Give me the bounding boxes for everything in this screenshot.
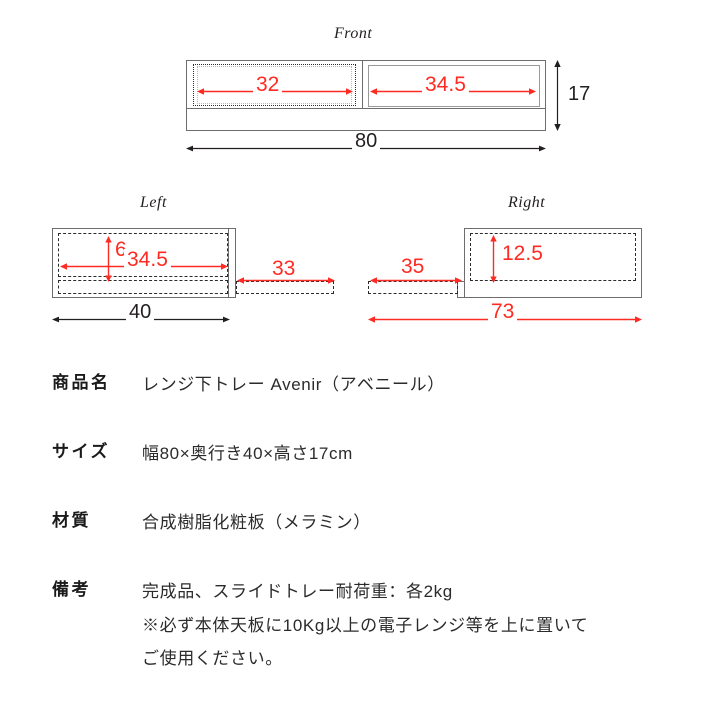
- spec-key-remarks: 備考: [52, 580, 91, 600]
- left-upper-tray-outline: [58, 233, 228, 277]
- front-right-tray-outline: [368, 65, 540, 107]
- left-dim-6: 6: [104, 236, 130, 282]
- spec-line: ※必ず本体天板に10Kg以上の電子レンジ等を上に置いて: [142, 615, 589, 635]
- spec-row-material: 材質 合成樹脂化粧板（メラミン）: [0, 506, 713, 539]
- specification-table: 商品名 レンジ下トレー Avenir（アベニール） サイズ 幅80×奥行き40×…: [0, 368, 713, 675]
- spec-line: ご使用ください。: [142, 648, 283, 668]
- technical-drawings: Front 32 34.5: [0, 0, 713, 355]
- front-dim-17: 17: [553, 60, 594, 131]
- spec-row-remarks: 備考 完成品、スライドトレー耐荷重：各2kg ※必ず本体天板に10Kg以上の電子…: [0, 575, 713, 674]
- front-body-outline: [186, 60, 546, 131]
- spec-line: レンジ下トレー Avenir（アベニール）: [142, 375, 445, 394]
- spec-key-size: サイズ: [52, 442, 110, 462]
- front-dim-17-text: 17: [565, 84, 594, 104]
- left-dim-34-5-text: 34.5: [124, 249, 171, 270]
- left-view-label: Left: [140, 194, 167, 211]
- front-center-divider: [362, 60, 363, 109]
- front-left-tray-outline: [193, 64, 356, 106]
- spec-line: 合成樹脂化粧板（メラミン）: [142, 513, 371, 533]
- left-slideout-tray: [236, 281, 334, 294]
- left-front-lip: [228, 228, 236, 298]
- spec-row-size: サイズ 幅80×奥行き40×高さ17cm: [0, 437, 713, 470]
- front-dim-32: 32: [197, 74, 353, 96]
- right-dim-73: 73: [368, 301, 642, 324]
- right-upper-tray-outline: [470, 233, 636, 281]
- front-view-label: Front: [334, 25, 373, 42]
- left-dim-34-5: 34.5: [60, 249, 228, 271]
- spec-key-product-name: 商品名: [52, 373, 111, 392]
- right-dim-12-5-text: 12.5: [499, 243, 546, 264]
- front-dim-34-5-text: 34.5: [422, 74, 469, 95]
- right-slideout-tray: [368, 281, 458, 294]
- spec-value-product-name: レンジ下トレー Avenir（アベニール）: [95, 368, 713, 401]
- left-dim-40-text: 40: [126, 302, 155, 322]
- front-dim-80-text: 80: [352, 131, 381, 151]
- spec-key-material: 材質: [52, 511, 91, 531]
- right-dim-73-text: 73: [488, 301, 518, 322]
- spec-value-remarks: 完成品、スライドトレー耐荷重：各2kg ※必ず本体天板に10Kg以上の電子レンジ…: [95, 575, 713, 674]
- spec-line: 幅80×奥行き40×高さ17cm: [142, 444, 353, 464]
- right-dim-35-text: 35: [398, 256, 428, 277]
- left-dim-33-text: 33: [269, 258, 299, 279]
- spec-value-material: 合成樹脂化粧板（メラミン）: [95, 506, 713, 539]
- left-lower-tray-outline: [58, 280, 228, 294]
- spec-row-product-name: 商品名 レンジ下トレー Avenir（アベニール）: [0, 368, 713, 401]
- front-dim-80: 80: [186, 131, 546, 153]
- front-dim-32-text: 32: [253, 74, 283, 95]
- right-dim-35: 35: [370, 256, 462, 285]
- spec-line: 完成品、スライドトレー耐荷重：各2kg: [142, 582, 453, 602]
- left-dim-33: 33: [237, 258, 335, 285]
- front-dim-34-5: 34.5: [370, 74, 536, 96]
- left-dim-40: 40: [52, 302, 230, 324]
- right-view-label: Right: [508, 194, 546, 211]
- right-dim-12-5: 12.5: [489, 235, 546, 283]
- spec-value-size: 幅80×奥行き40×高さ17cm: [95, 437, 713, 470]
- front-base-separator: [186, 108, 546, 109]
- front-left-tray-inner: [197, 66, 352, 104]
